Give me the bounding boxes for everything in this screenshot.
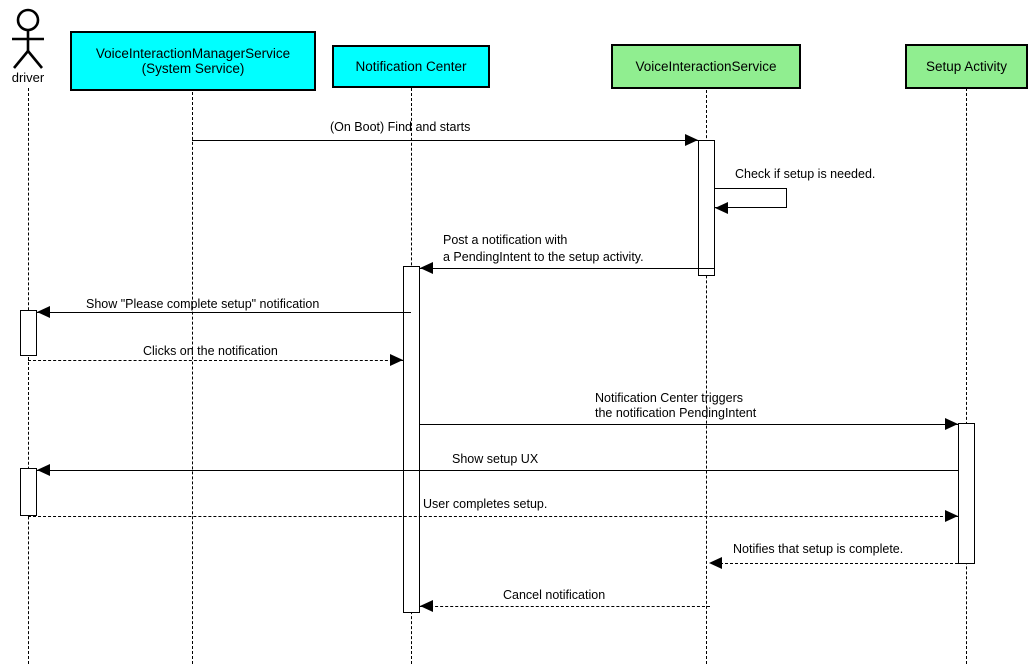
participant-label-voiceinteractionservice: VoiceInteractionService (635, 59, 777, 74)
actor-driver: driver (0, 8, 56, 88)
message-line-notifies-that-setup-is-complete (715, 563, 958, 564)
message-line-show-setup-ux (37, 470, 958, 471)
message-selfcall-check-if-setup-is-needed (715, 188, 787, 208)
activation-notification-center-1 (403, 266, 420, 613)
lifeline-driver (28, 88, 29, 664)
participant-label-notification-center: Notification Center (355, 59, 467, 74)
activation-voiceinteractionservice-1 (698, 140, 715, 276)
participant-label-setup-activity: Setup Activity (925, 59, 1008, 74)
arrowhead-post-a-notification (420, 262, 433, 274)
activation-setup-activity-1 (958, 423, 975, 564)
participant-box-notification-center[interactable]: Notification Center (332, 45, 490, 88)
arrowhead-cancel-notification (420, 600, 433, 612)
message-label-cancel-notification: Cancel notification (503, 588, 606, 602)
message-label-check-if-setup-is-needed: Check if setup is needed. (735, 167, 876, 181)
lifeline-setup-activity (966, 88, 967, 664)
message-label-user-completes-setup: User completes setup. (423, 497, 548, 511)
message-line-cancel-notification (420, 606, 710, 607)
arrowhead-check-if-setup-is-needed (715, 202, 728, 214)
message-line-clicks-on-the-notification (28, 360, 403, 361)
message-label-clicks-on-the-notification: Clicks on the notification (143, 344, 278, 358)
participant-box-voiceinteractionservice[interactable]: VoiceInteractionService (611, 44, 801, 89)
message-line-user-completes-setup (28, 516, 958, 517)
message-label-notification-center-triggers-line1: Notification Center triggers (595, 391, 743, 405)
participant-label-line2: (System Service) (141, 61, 245, 76)
message-line-notification-center-triggers (420, 424, 958, 425)
message-line-on-boot-find-and-starts (192, 140, 698, 141)
arrowhead-on-boot-find-and-starts (685, 134, 698, 146)
message-label-notifies-that-setup-is-complete: Notifies that setup is complete. (733, 542, 904, 556)
message-line-post-a-notification (420, 268, 715, 269)
arrowhead-user-completes-setup (945, 510, 958, 522)
arrowhead-show-please-complete-setup-notification (37, 306, 50, 318)
actor-stick-figure-icon (12, 8, 44, 69)
lifeline-voiceinteractionmanagerservice (192, 92, 193, 664)
arrowhead-notifies-that-setup-is-complete (709, 557, 722, 569)
lifeline-voiceinteractionservice (706, 90, 707, 664)
activation-driver-1 (20, 310, 37, 356)
participant-label-line1: VoiceInteractionManagerService (95, 46, 291, 61)
message-label-on-boot-find-and-starts: (On Boot) Find and starts (330, 120, 471, 134)
actor-driver-label: driver (11, 70, 45, 85)
participant-box-voiceinteractionmanagerservice[interactable]: VoiceInteractionManagerService (System S… (70, 31, 316, 91)
message-label-post-a-notification-line1: Post a notification with (443, 233, 568, 247)
message-label-notification-center-triggers-line2: the notification PendingIntent (595, 406, 757, 420)
arrowhead-show-setup-ux (37, 464, 50, 476)
message-label-post-a-notification-line2: a PendingIntent to the setup activity. (443, 250, 644, 264)
message-line-show-please-complete-setup-notification (37, 312, 411, 313)
participant-box-setup-activity[interactable]: Setup Activity (905, 44, 1028, 89)
message-label-show-please-complete-setup-notification: Show "Please complete setup" notificatio… (86, 297, 320, 311)
arrowhead-notification-center-triggers (945, 418, 958, 430)
activation-driver-2 (20, 468, 37, 516)
arrowhead-clicks-on-the-notification (390, 354, 403, 366)
message-label-show-setup-ux: Show setup UX (452, 452, 539, 466)
